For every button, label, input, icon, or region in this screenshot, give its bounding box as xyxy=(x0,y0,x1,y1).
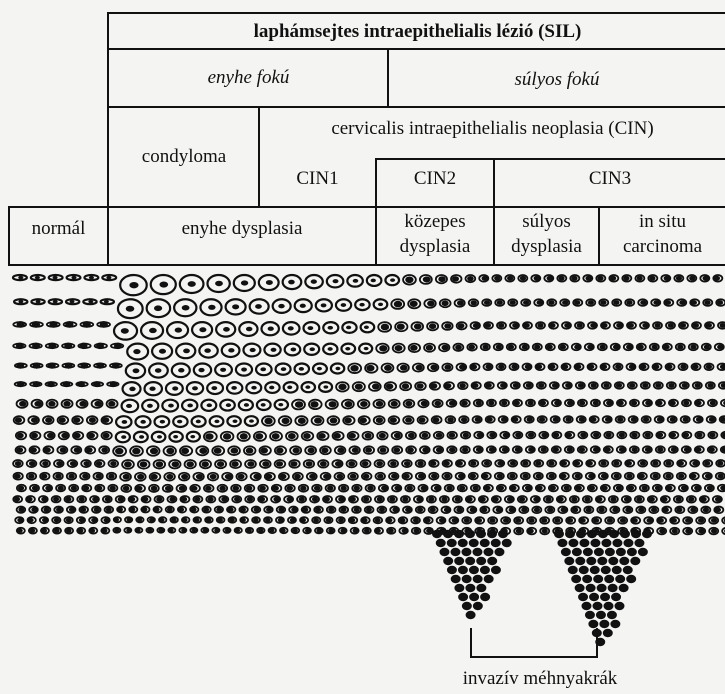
cell-layer xyxy=(13,275,725,646)
invasive-cancer-label: invazív méhnyakrák xyxy=(420,668,660,690)
invasive-bracket-right xyxy=(596,628,598,658)
invasive-bracket-bottom xyxy=(470,656,598,658)
invasive-bracket-left xyxy=(470,628,472,658)
